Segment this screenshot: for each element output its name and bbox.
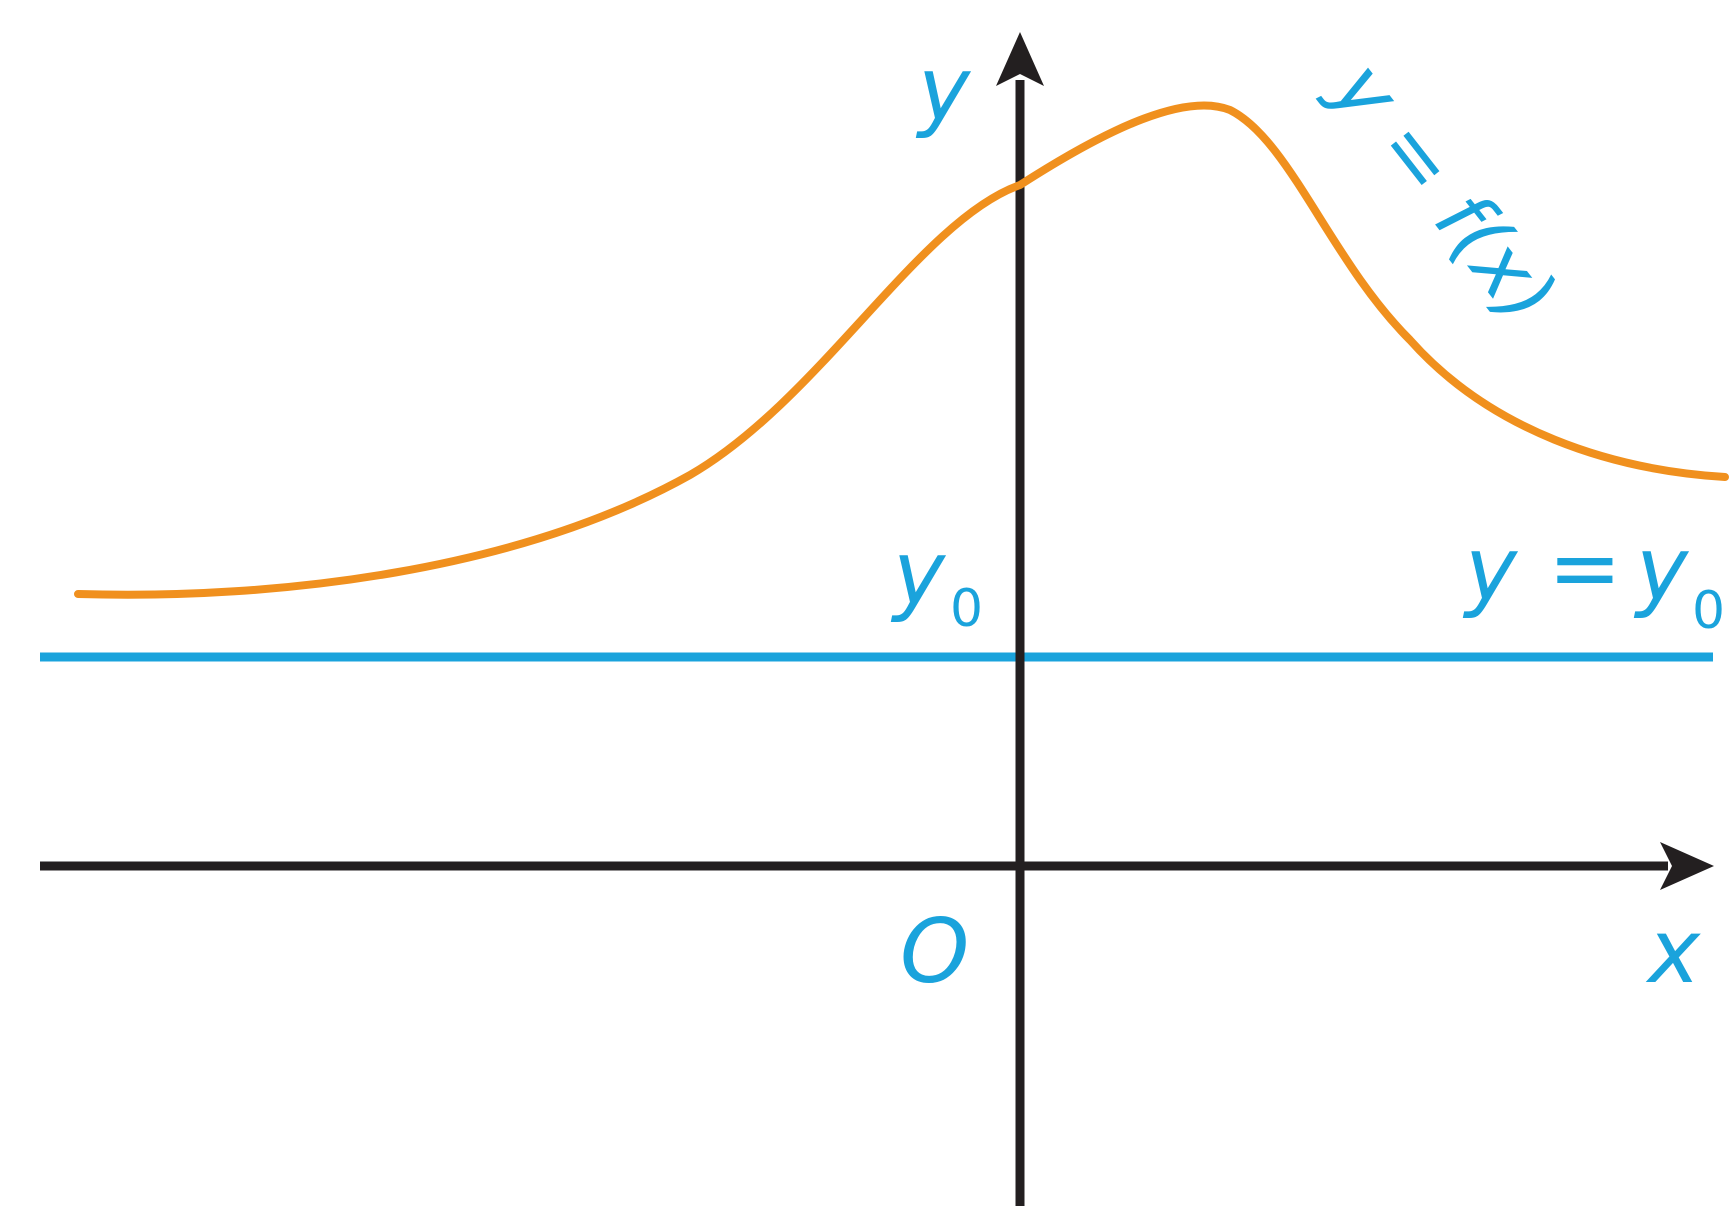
asymptote-label-subscript: 0 — [1692, 581, 1725, 641]
x-axis-label: x — [1645, 900, 1701, 1003]
y-axis-arrowhead — [996, 32, 1044, 86]
y-axis-label: y — [915, 38, 972, 141]
function-curve — [74, 101, 1729, 599]
y0-label-subscript: 0 — [950, 579, 983, 639]
y0-label: y — [890, 522, 947, 625]
asymptote-label-y0: y — [1633, 518, 1690, 621]
origin-label: O — [900, 900, 969, 1003]
asymptote-label-y: y — [1462, 518, 1519, 621]
x-axis-arrowhead — [1660, 842, 1714, 890]
asymptote-label-equals: = — [1548, 516, 1622, 619]
curve-label: y = f(x) — [1314, 43, 1575, 341]
